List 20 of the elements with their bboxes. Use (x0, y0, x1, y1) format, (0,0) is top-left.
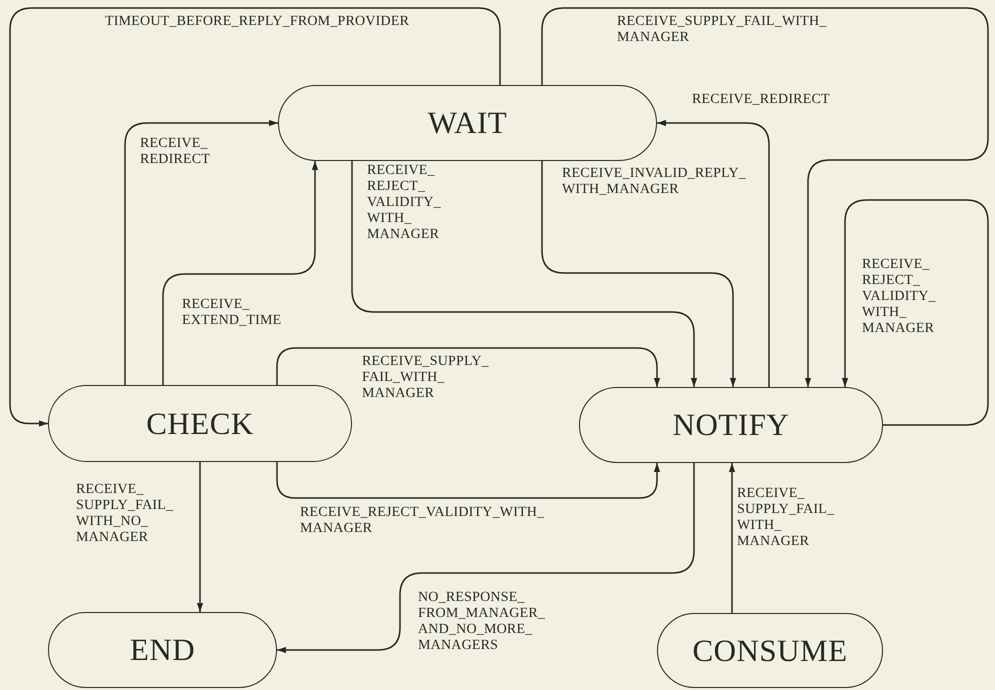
transition-arrow (541, 161, 736, 387)
transition-arrow (657, 120, 770, 387)
state-name: WAIT (428, 105, 508, 141)
transition-arrow (276, 347, 660, 387)
state-name: END (130, 632, 196, 668)
state-name: NOTIFY (672, 407, 790, 443)
transition-arrow (276, 462, 660, 499)
transition-arrow (842, 199, 989, 426)
transition-arrow (277, 463, 695, 654)
transition-arrow (124, 120, 278, 385)
edge-label: RECEIVE_REDIRECT (692, 92, 830, 108)
transition-arrow (9, 7, 501, 427)
edge-label: TIMEOUT_BEFORE_REPLY_FROM_PROVIDER (105, 14, 410, 30)
state-name: CHECK (146, 406, 254, 442)
transition-arrow (351, 161, 698, 387)
transition-arrow (541, 7, 989, 387)
transition-arrow (196, 462, 204, 612)
state-name: CONSUME (692, 632, 848, 668)
transition-arrow (162, 161, 318, 385)
transition-arrow (728, 463, 736, 613)
